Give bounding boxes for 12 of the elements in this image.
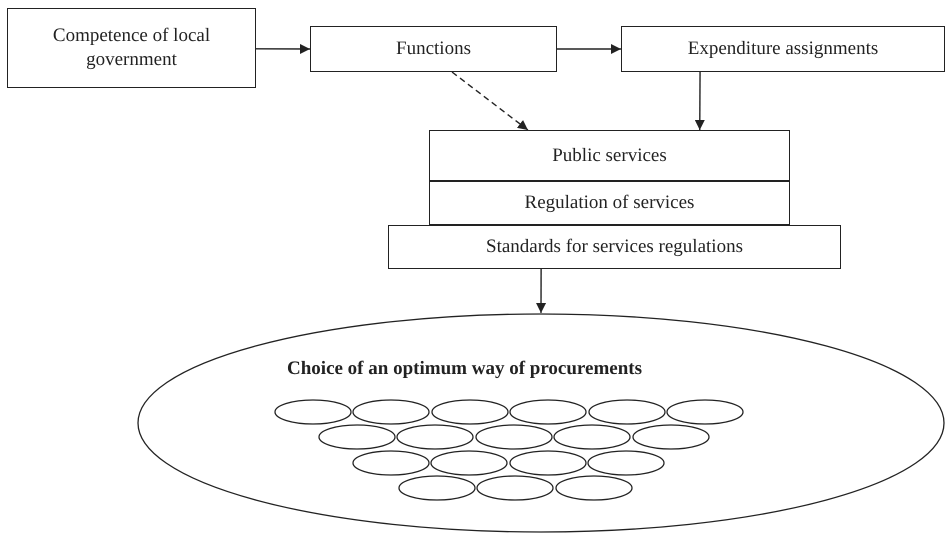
arrow [557,44,621,54]
arrow [536,269,546,313]
process-box: Regulation of services [429,181,790,225]
process-box: Standards for services regulations [388,225,841,269]
process-box: Expenditure assignments [621,26,945,72]
process-box: Public services [429,130,790,181]
process-box: Competence of local government [7,8,256,88]
arrow [452,71,528,131]
arrow [694,72,705,130]
arrow [256,44,310,54]
process-box: Functions [310,26,557,72]
ellipse-heading: Choice of an optimum way of procurements [287,357,642,381]
